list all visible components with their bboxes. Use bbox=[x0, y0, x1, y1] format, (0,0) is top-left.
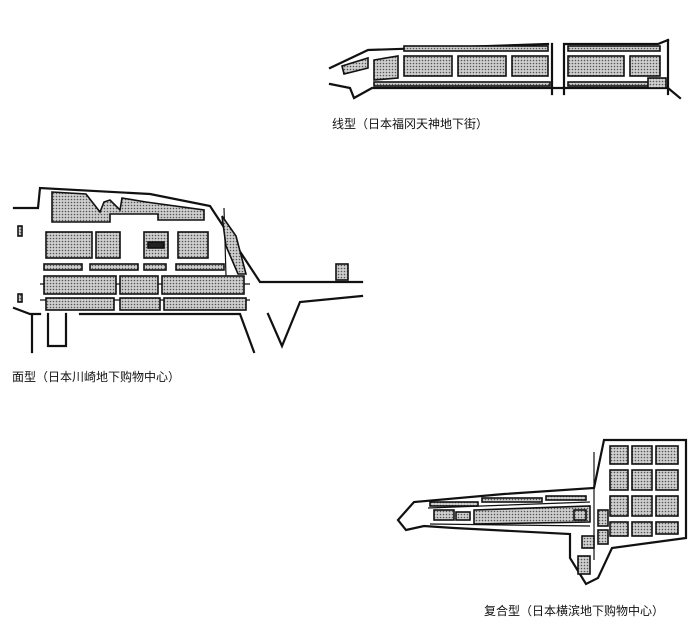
composite-plan bbox=[394, 438, 688, 588]
planar-plan bbox=[10, 186, 364, 358]
composite-caption: 复合型（日本横滨地下购物中心） bbox=[484, 604, 665, 618]
linear-plan bbox=[328, 38, 688, 104]
linear-caption: 线型（日本福冈天神地下街） bbox=[332, 117, 489, 131]
planar-caption: 面型（日本川崎地下购物中心） bbox=[12, 370, 181, 384]
